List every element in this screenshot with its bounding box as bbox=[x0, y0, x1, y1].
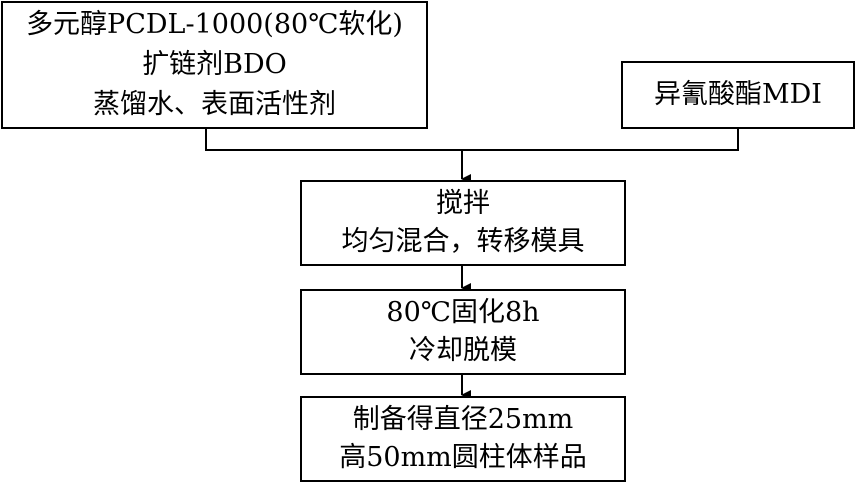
polyol-label: 多元醇PCDL-1000(80℃软化) bbox=[26, 9, 403, 40]
merge-connector bbox=[205, 129, 739, 151]
product-step-box: 制备得直径25mm 高50mm圆柱体样品 bbox=[300, 396, 626, 482]
product-step-line-2: 高50mm圆柱体样品 bbox=[339, 442, 587, 473]
raw-materials-box: 多元醇PCDL-1000(80℃软化) 扩链剂BDO 蒸馏水、表面活性剂 bbox=[1, 1, 428, 129]
mixing-step-line-1: 搅拌 bbox=[436, 188, 490, 219]
chain-extender-label: 扩链剂BDO bbox=[142, 49, 287, 80]
water-surfactant-label: 蒸馏水、表面活性剂 bbox=[93, 89, 336, 120]
mixing-step-line-2: 均匀混合，转移模具 bbox=[341, 226, 585, 257]
isocyanate-label: 异氰酸酯MDI bbox=[654, 79, 822, 110]
product-step-line-1: 制备得直径25mm bbox=[352, 404, 574, 435]
curing-step-line-2: 冷却脱模 bbox=[409, 335, 517, 366]
curing-step-box: 80℃固化8h 冷却脱模 bbox=[300, 289, 626, 375]
curing-step-line-1: 80℃固化8h bbox=[386, 297, 540, 328]
mixing-step-box: 搅拌 均匀混合，转移模具 bbox=[300, 180, 626, 266]
isocyanate-box: 异氰酸酯MDI bbox=[621, 61, 855, 129]
